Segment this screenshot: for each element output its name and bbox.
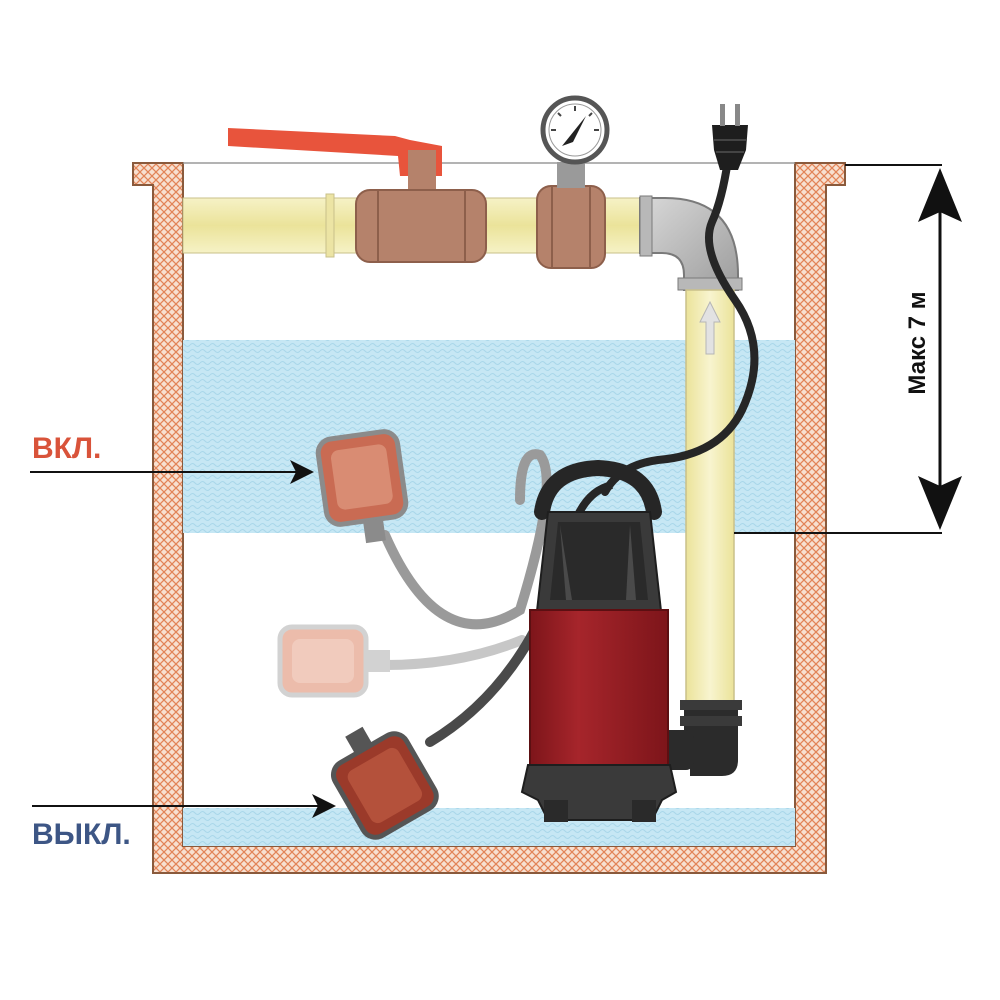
pipe-elbow <box>639 195 743 291</box>
pressure-gauge <box>536 95 610 269</box>
max-depth-dimension: Макс 7 м <box>734 164 962 534</box>
power-cable <box>601 104 759 496</box>
valve-handle-icon <box>228 128 442 176</box>
gauge-icon <box>540 95 610 165</box>
arrow-right-icon <box>290 460 314 484</box>
arrow-right-icon <box>312 794 336 818</box>
float-middle <box>277 624 390 698</box>
max-depth-label: Макс 7 м <box>904 291 931 394</box>
plug-icon <box>712 104 748 170</box>
submersible-pump <box>520 459 678 822</box>
pump-handle <box>534 459 662 520</box>
ball-valve <box>228 128 487 263</box>
float-upper <box>315 429 409 544</box>
off-indicator: ВЫКЛ. <box>32 794 336 851</box>
off-label: ВЫКЛ. <box>32 818 131 851</box>
on-indicator: ВКЛ. <box>30 432 314 484</box>
float-lower <box>330 726 439 840</box>
water-lower-level <box>183 808 795 846</box>
arrow-up-icon <box>699 300 721 355</box>
pump-motor-housing <box>529 609 669 771</box>
arrow-down-icon <box>918 476 962 530</box>
on-label: ВКЛ. <box>32 432 101 465</box>
arrow-up-icon <box>918 168 962 222</box>
